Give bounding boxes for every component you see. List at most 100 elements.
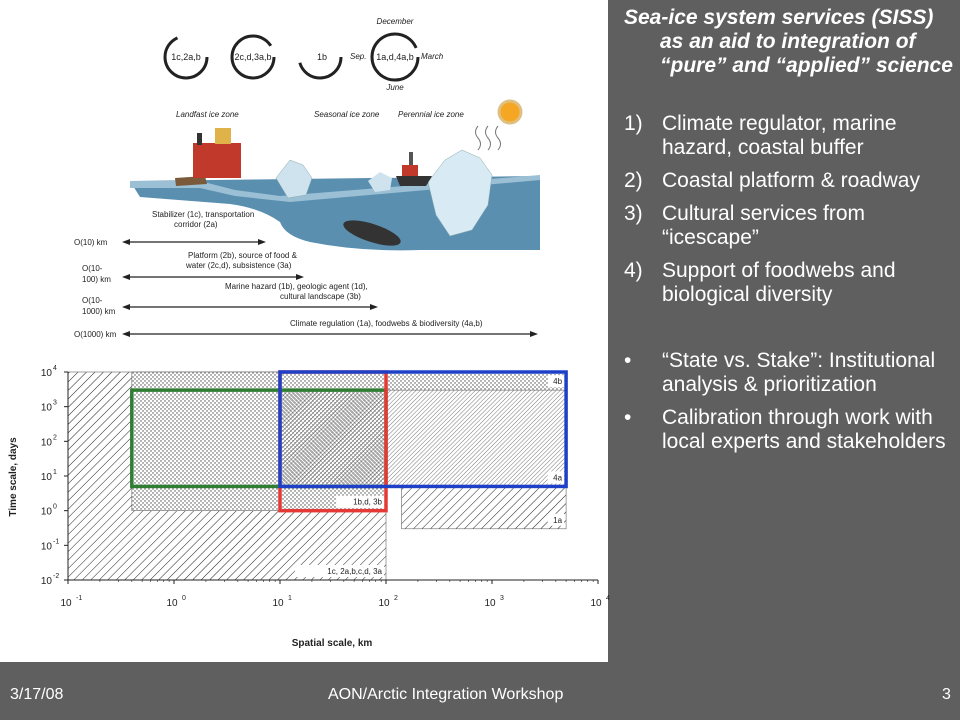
scale-ranges: O(10) km Stabilizer (1c), transportation…	[74, 210, 538, 339]
figure-panel: 1c,2a,b 2c,d,3a,b 1b 1a,d,4a,b December …	[0, 0, 610, 662]
list-number: 1)	[624, 112, 643, 135]
region-label-bg	[547, 513, 565, 526]
x-tick-label: 10	[272, 598, 284, 609]
slide-title: Sea-ice system services (SISS) as an aid…	[624, 6, 953, 77]
range-scale-4: O(1000) km	[74, 330, 117, 339]
cycle-label-1: 1c,2a,b	[171, 52, 201, 62]
scale-box-3	[278, 370, 568, 489]
y-tick-label: 10	[41, 403, 53, 414]
x-tick-exponent: 2	[394, 595, 398, 602]
x-tick-exponent: 1	[288, 595, 292, 602]
list-text: Support of foodwebs and biological diver…	[662, 259, 896, 306]
range-scale-2a: O(10-	[82, 264, 103, 273]
zone-label-perennial: Perennial ice zone	[398, 110, 464, 119]
footer-title: AON/Arctic Integration Workshop	[328, 686, 564, 703]
cycle-label-3: 1b	[317, 52, 327, 62]
list-item: 3) Cultural services from “icescape”	[624, 202, 954, 250]
y-tick-exponent: 2	[53, 434, 57, 441]
cycle-circle-4: 1a,d,4a,b	[370, 32, 420, 82]
bullet-text: “State vs. Stake”: Institutional analysi…	[662, 349, 936, 396]
cycle-circle-1: 1c,2a,b	[163, 34, 209, 80]
region-label-bg	[547, 375, 565, 388]
bullet-item: • “State vs. Stake”: Institutional analys…	[624, 349, 954, 397]
cycle-circle-2: 2c,d,3a,b	[230, 34, 276, 80]
range-label-1a: Stabilizer (1c), transportation	[152, 210, 254, 219]
y-tick-label: 10	[41, 472, 53, 483]
x-tick-label: 10	[166, 598, 178, 609]
range-scale-3b: 1000) km	[82, 307, 116, 316]
list-text: Cultural services from “icescape”	[662, 202, 866, 249]
list-item: 1) Climate regulator, marine hazard, coas…	[624, 112, 954, 160]
range-label-3a: Marine hazard (1b), geologic agent (1d),	[225, 282, 368, 291]
x-tick-label: 10	[378, 598, 390, 609]
range-label-2a: Platform (2b), source of food &	[188, 251, 298, 260]
y-tick-exponent: -1	[53, 538, 59, 545]
bullet-list: • “State vs. Stake”: Institutional analys…	[624, 349, 954, 454]
zone-label-seasonal: Seasonal ice zone	[314, 110, 380, 119]
y-tick-exponent: 4	[53, 365, 57, 372]
footer: 3/17/08 AON/Arctic Integration Workshop …	[0, 662, 960, 720]
region-label-3: 4a	[553, 473, 562, 482]
range-label-3b: cultural landscape (3b)	[280, 292, 361, 301]
bullet-item: • Calibration through work with local exp…	[624, 406, 954, 454]
y-tick-exponent: 1	[53, 469, 57, 476]
ice-cross-section	[130, 128, 540, 251]
footer-date: 3/17/08	[10, 686, 64, 703]
y-tick-label: 10	[41, 437, 53, 448]
region-label-5: 1a	[553, 516, 562, 525]
page-number: 3	[942, 686, 951, 703]
zone-label-landfast: Landfast ice zone	[176, 110, 239, 119]
cycle-circle-3: 1b	[297, 34, 343, 80]
list-number: 2)	[624, 169, 643, 192]
x-tick-label: 10	[590, 598, 602, 609]
list-item: 4) Support of foodwebs and biological div…	[624, 259, 954, 307]
list-number: 3)	[624, 202, 643, 225]
y-tick-exponent: 0	[53, 504, 57, 511]
text-panel: Sea-ice system services (SISS) as an aid…	[624, 6, 954, 463]
x-tick-exponent: -1	[76, 595, 82, 602]
range-scale-3a: O(10-	[82, 296, 103, 305]
bullet-text: Calibration through work with local expe…	[662, 406, 946, 453]
numbered-list: 1) Climate regulator, marine hazard, coas…	[624, 112, 954, 307]
list-text: Climate regulator, marine hazard, coasta…	[662, 112, 897, 159]
y-tick-label: 10	[41, 541, 53, 552]
bullet-icon: •	[624, 406, 632, 429]
list-number: 4)	[624, 259, 643, 282]
region-label-bg	[336, 495, 384, 508]
bullet-icon: •	[624, 349, 632, 372]
y-axis-label: Time scale, days	[8, 437, 19, 517]
cycle-label-2: 2c,d,3a,b	[234, 52, 271, 62]
month-march: March	[421, 52, 444, 61]
x-tick-exponent: 3	[500, 595, 504, 602]
range-label-1b: corridor (2a)	[174, 220, 218, 229]
y-tick-label: 10	[41, 507, 53, 518]
region-label-2: 1b,d, 3b	[353, 498, 382, 507]
range-label-2b: water (2c,d), subsistence (3a)	[185, 261, 292, 270]
region-label-bg	[547, 471, 565, 484]
range-label-4: Climate regulation (1a), foodwebs & biod…	[290, 319, 483, 328]
cycle-label-4: 1a,d,4a,b	[376, 52, 414, 62]
month-december: December	[377, 17, 414, 26]
list-text: Coastal platform & roadway	[662, 169, 920, 192]
range-scale-1: O(10) km	[74, 238, 108, 247]
x-tick-exponent: 4	[606, 595, 610, 602]
x-tick-label: 10	[60, 598, 72, 609]
region-5	[401, 486, 567, 530]
list-item: 2) Coastal platform & roadway	[624, 169, 954, 193]
month-september: Sep.	[350, 52, 366, 61]
y-tick-label: 10	[41, 368, 53, 379]
region-label-bg	[294, 565, 384, 577]
y-tick-exponent: 3	[53, 400, 57, 407]
region-label-4: 4b	[553, 377, 562, 386]
x-axis-label: Spatial scale, km	[292, 638, 373, 649]
x-tick-label: 10	[484, 598, 496, 609]
x-tick-exponent: 0	[182, 595, 186, 602]
cycle-icons: 1c,2a,b 2c,d,3a,b 1b 1a,d,4a,b December …	[163, 17, 444, 92]
range-scale-2b: 100) km	[82, 275, 111, 284]
month-june: June	[385, 83, 404, 92]
box-layer	[130, 370, 568, 513]
